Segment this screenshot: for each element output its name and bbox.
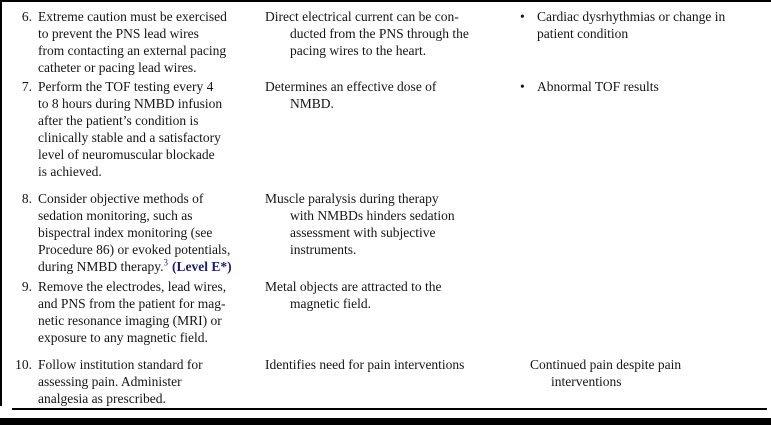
bullet-icon: •: [520, 79, 525, 94]
table-row: 6. Extreme caution must be exercised to …: [8, 8, 768, 76]
step-number: 8.: [21, 191, 32, 206]
step-text: Follow institution standard for assessin…: [38, 357, 203, 406]
step-text-wrap: Follow institution standard for assessin…: [38, 356, 265, 407]
consideration-cell: [520, 190, 768, 275]
table-top-border: [0, 0, 771, 2]
rationale-text: Identifies need for pain interventions: [265, 357, 465, 372]
step-number: 9.: [21, 279, 32, 294]
evidence-level-label: (Level E*): [171, 259, 232, 274]
consideration-item: • Cardiac dysrhythmias or change in pati…: [520, 8, 768, 42]
step-text: Extreme caution must be exercised to pre…: [38, 9, 227, 75]
consideration-item: Continued pain despite pain intervention…: [520, 356, 768, 390]
page-bottom-bar: [0, 418, 771, 425]
table-bottom-rule: [12, 408, 767, 410]
consideration-cell: • Cardiac dysrhythmias or change in pati…: [520, 8, 768, 76]
step-number: 10.: [15, 357, 32, 372]
procedure-table-body: 6. Extreme caution must be exercised to …: [8, 8, 768, 407]
rationale-cell: Identifies need for pain interventions: [265, 356, 520, 407]
consideration-text: Cardiac dysrhythmias or change in patien…: [537, 9, 726, 41]
rationale-text: Muscle paralysis during therapy with NMB…: [265, 191, 455, 257]
page-left-border: [0, 0, 2, 406]
step-text-wrap: Extreme caution must be exercised to pre…: [38, 8, 265, 76]
rationale-cell: Determines an effective dose of NMBD.: [265, 78, 520, 180]
step-text: Perform the TOF testing every 4 to 8 hou…: [38, 79, 223, 179]
rationale-cell: Metal objects are attracted to the magne…: [265, 278, 520, 346]
step-number: 6.: [21, 9, 32, 24]
rationale-text: Direct electrical current can be con- du…: [265, 9, 469, 58]
step-number: 7.: [21, 79, 32, 94]
step-text: Consider objective methods of sedation m…: [38, 191, 231, 274]
consideration-text: Continued pain despite pain intervention…: [530, 357, 682, 389]
step-text: Remove the electrodes, lead wires, and P…: [38, 279, 227, 345]
consideration-text: Abnormal TOF results: [537, 79, 659, 94]
consideration-cell: Continued pain despite pain intervention…: [520, 356, 768, 407]
step-cell: 10. Follow institution standard for asse…: [8, 356, 265, 407]
rationale-cell: Direct electrical current can be con- du…: [265, 8, 520, 76]
step-cell: 6. Extreme caution must be exercised to …: [8, 8, 265, 76]
consideration-item: • Abnormal TOF results: [520, 78, 768, 95]
table-row: 8. Consider objective methods of sedatio…: [8, 190, 768, 275]
footnote-superscript: 3: [163, 257, 168, 268]
consideration-cell: • Abnormal TOF results: [520, 78, 768, 180]
step-cell: 8. Consider objective methods of sedatio…: [8, 190, 265, 275]
bullet-icon: •: [520, 9, 525, 24]
table-row: 10. Follow institution standard for asse…: [8, 356, 768, 407]
step-cell: 7. Perform the TOF testing every 4 to 8 …: [8, 78, 265, 180]
rationale-text: Determines an effective dose of NMBD.: [265, 79, 437, 111]
consideration-cell: [520, 278, 768, 346]
step-cell: 9. Remove the electrodes, lead wires, an…: [8, 278, 265, 346]
rationale-text: Metal objects are attracted to the magne…: [265, 279, 442, 311]
step-text-wrap: Perform the TOF testing every 4 to 8 hou…: [38, 78, 265, 180]
step-text-wrap: Remove the electrodes, lead wires, and P…: [38, 278, 265, 346]
table-row: 9. Remove the electrodes, lead wires, an…: [8, 278, 768, 346]
step-text-wrap: Consider objective methods of sedation m…: [38, 190, 265, 275]
rationale-cell: Muscle paralysis during therapy with NMB…: [265, 190, 520, 275]
table-row: 7. Perform the TOF testing every 4 to 8 …: [8, 78, 768, 180]
